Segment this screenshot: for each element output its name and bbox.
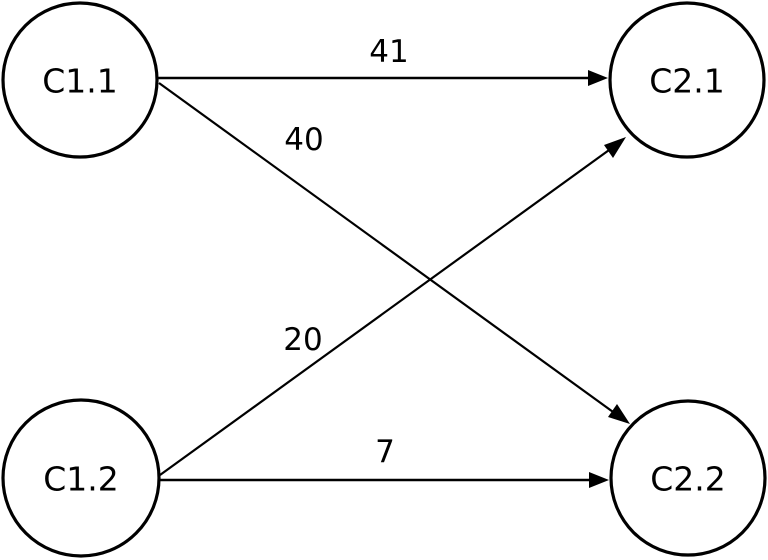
node-label-c2-2: C2.2 — [650, 460, 726, 499]
node-label-c2-1: C2.1 — [649, 62, 725, 101]
edge-weight-40: 40 — [284, 122, 323, 158]
node-label-c1-2: C1.2 — [43, 460, 119, 499]
edge-line-40 — [158, 82, 621, 418]
node-circle-c1-2 — [1, 398, 161, 558]
node-circle-c2-2 — [609, 399, 767, 557]
arrowhead-40 — [608, 404, 630, 424]
edge-c1-1-to-c2-2[interactable] — [158, 82, 630, 424]
node-c1-2[interactable]: C1.2 — [1, 398, 161, 558]
node-circle-c1-1 — [1, 1, 159, 159]
edge-c1-2-to-c2-2[interactable] — [160, 472, 609, 488]
arrowhead-20 — [604, 137, 626, 158]
node-c1-1[interactable]: C1.1 — [1, 1, 159, 159]
node-circle-c2-1 — [608, 1, 766, 159]
node-c2-1[interactable]: C2.1 — [608, 1, 766, 159]
edge-line-20 — [159, 144, 617, 476]
edge-group — [158, 70, 630, 488]
node-label-c1-1: C1.1 — [42, 62, 118, 101]
arrowhead-7 — [589, 472, 609, 488]
edge-weight-20: 20 — [283, 322, 322, 358]
edge-weight-7: 7 — [375, 434, 395, 470]
edge-c1-1-to-c2-1[interactable] — [158, 70, 608, 86]
node-c2-2[interactable]: C2.2 — [609, 399, 767, 557]
edge-c1-2-to-c2-1[interactable] — [159, 137, 626, 476]
edge-label-group: 41 40 20 7 — [283, 34, 408, 470]
edge-weight-41: 41 — [369, 34, 408, 70]
arrowhead-41 — [588, 70, 608, 86]
